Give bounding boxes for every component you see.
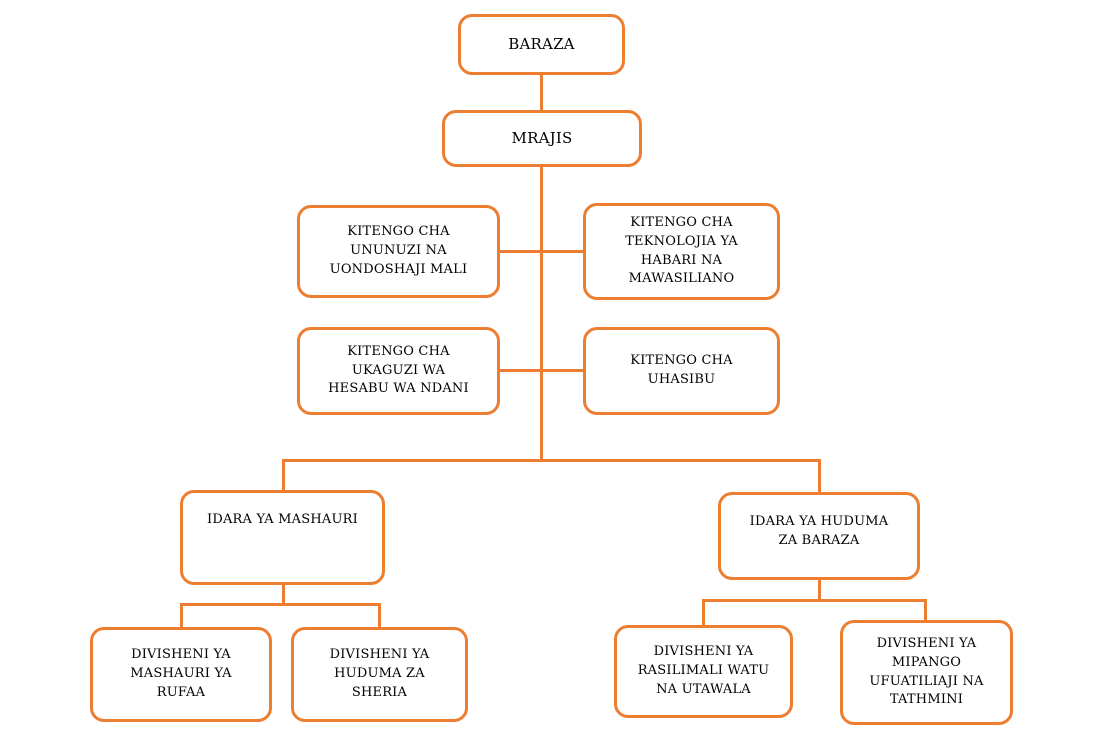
node-divisheni-mipango-label: DIVISHENI YA MIPANGO UFUATILIAJI NA TATH… bbox=[869, 635, 984, 708]
node-kitengo-uhasibu: KITENGO CHA UHASIBU bbox=[583, 327, 780, 415]
connector-mashauri-horizontal bbox=[180, 603, 381, 606]
node-divisheni-rasilimali: DIVISHENI YA RASILIMALI WATU NA UTAWALA bbox=[614, 625, 793, 718]
connector-drop-mipango bbox=[924, 599, 927, 621]
node-kitengo-teknolojia-label: KITENGO CHA TEKNOLOJIA YA HABARI NA MAWA… bbox=[625, 214, 738, 287]
node-mrajis-label: MRAJIS bbox=[511, 128, 573, 147]
node-baraza-label: BARAZA bbox=[508, 34, 575, 53]
node-kitengo-ukaguzi: KITENGO CHA UKAGUZI WA HESABU WA NDANI bbox=[297, 327, 500, 415]
node-kitengo-uhasibu-label: KITENGO CHA UHASIBU bbox=[630, 353, 733, 387]
node-kitengo-ununuzi-label: KITENGO CHA UNUNUZI NA UONDOSHAJI MALI bbox=[329, 224, 468, 277]
connector-drop-idara-mashauri bbox=[282, 459, 285, 491]
node-divisheni-mipango: DIVISHENI YA MIPANGO UFUATILIAJI NA TATH… bbox=[840, 620, 1013, 725]
node-idara-mashauri: IDARA YA MASHAURI bbox=[180, 490, 385, 585]
connector-drop-idara-huduma bbox=[818, 459, 821, 493]
node-idara-huduma-label: IDARA YA HUDUMA ZA BARAZA bbox=[749, 514, 889, 548]
node-divisheni-rufaa-label: DIVISHENI YA MASHAURI YA RUFAA bbox=[130, 647, 232, 700]
node-divisheni-rasilimali-label: DIVISHENI YA RASILIMALI WATU NA UTAWALA bbox=[637, 644, 770, 697]
node-kitengo-ukaguzi-label: KITENGO CHA UKAGUZI WA HESABU WA NDANI bbox=[328, 343, 469, 397]
connector-huduma-stem bbox=[818, 579, 821, 602]
connector-main-horizontal bbox=[282, 459, 821, 462]
node-idara-huduma: IDARA YA HUDUMA ZA BARAZA bbox=[718, 492, 920, 580]
node-kitengo-ununuzi: KITENGO CHA UNUNUZI NA UONDOSHAJI MALI bbox=[297, 205, 500, 298]
node-mrajis: MRAJIS bbox=[442, 110, 642, 167]
connector-row2-horizontal bbox=[499, 369, 584, 372]
connector-huduma-horizontal bbox=[702, 599, 927, 602]
connector-row1-horizontal bbox=[499, 250, 584, 253]
node-kitengo-teknolojia: KITENGO CHA TEKNOLOJIA YA HABARI NA MAWA… bbox=[583, 203, 780, 300]
connector-drop-rufaa bbox=[180, 603, 183, 628]
connector-baraza-mrajis bbox=[540, 75, 543, 111]
node-divisheni-sheria-label: DIVISHENI YA HUDUMA ZA SHERIA bbox=[329, 647, 430, 700]
connector-mashauri-stem bbox=[282, 584, 285, 605]
connector-mrajis-trunk bbox=[540, 166, 543, 462]
node-divisheni-rufaa: DIVISHENI YA MASHAURI YA RUFAA bbox=[90, 627, 272, 722]
connector-drop-sheria bbox=[378, 603, 381, 628]
node-idara-mashauri-label: IDARA YA MASHAURI bbox=[207, 512, 358, 527]
node-divisheni-sheria: DIVISHENI YA HUDUMA ZA SHERIA bbox=[291, 627, 468, 722]
connector-drop-rasilimali bbox=[702, 599, 705, 626]
node-baraza: BARAZA bbox=[458, 14, 625, 75]
